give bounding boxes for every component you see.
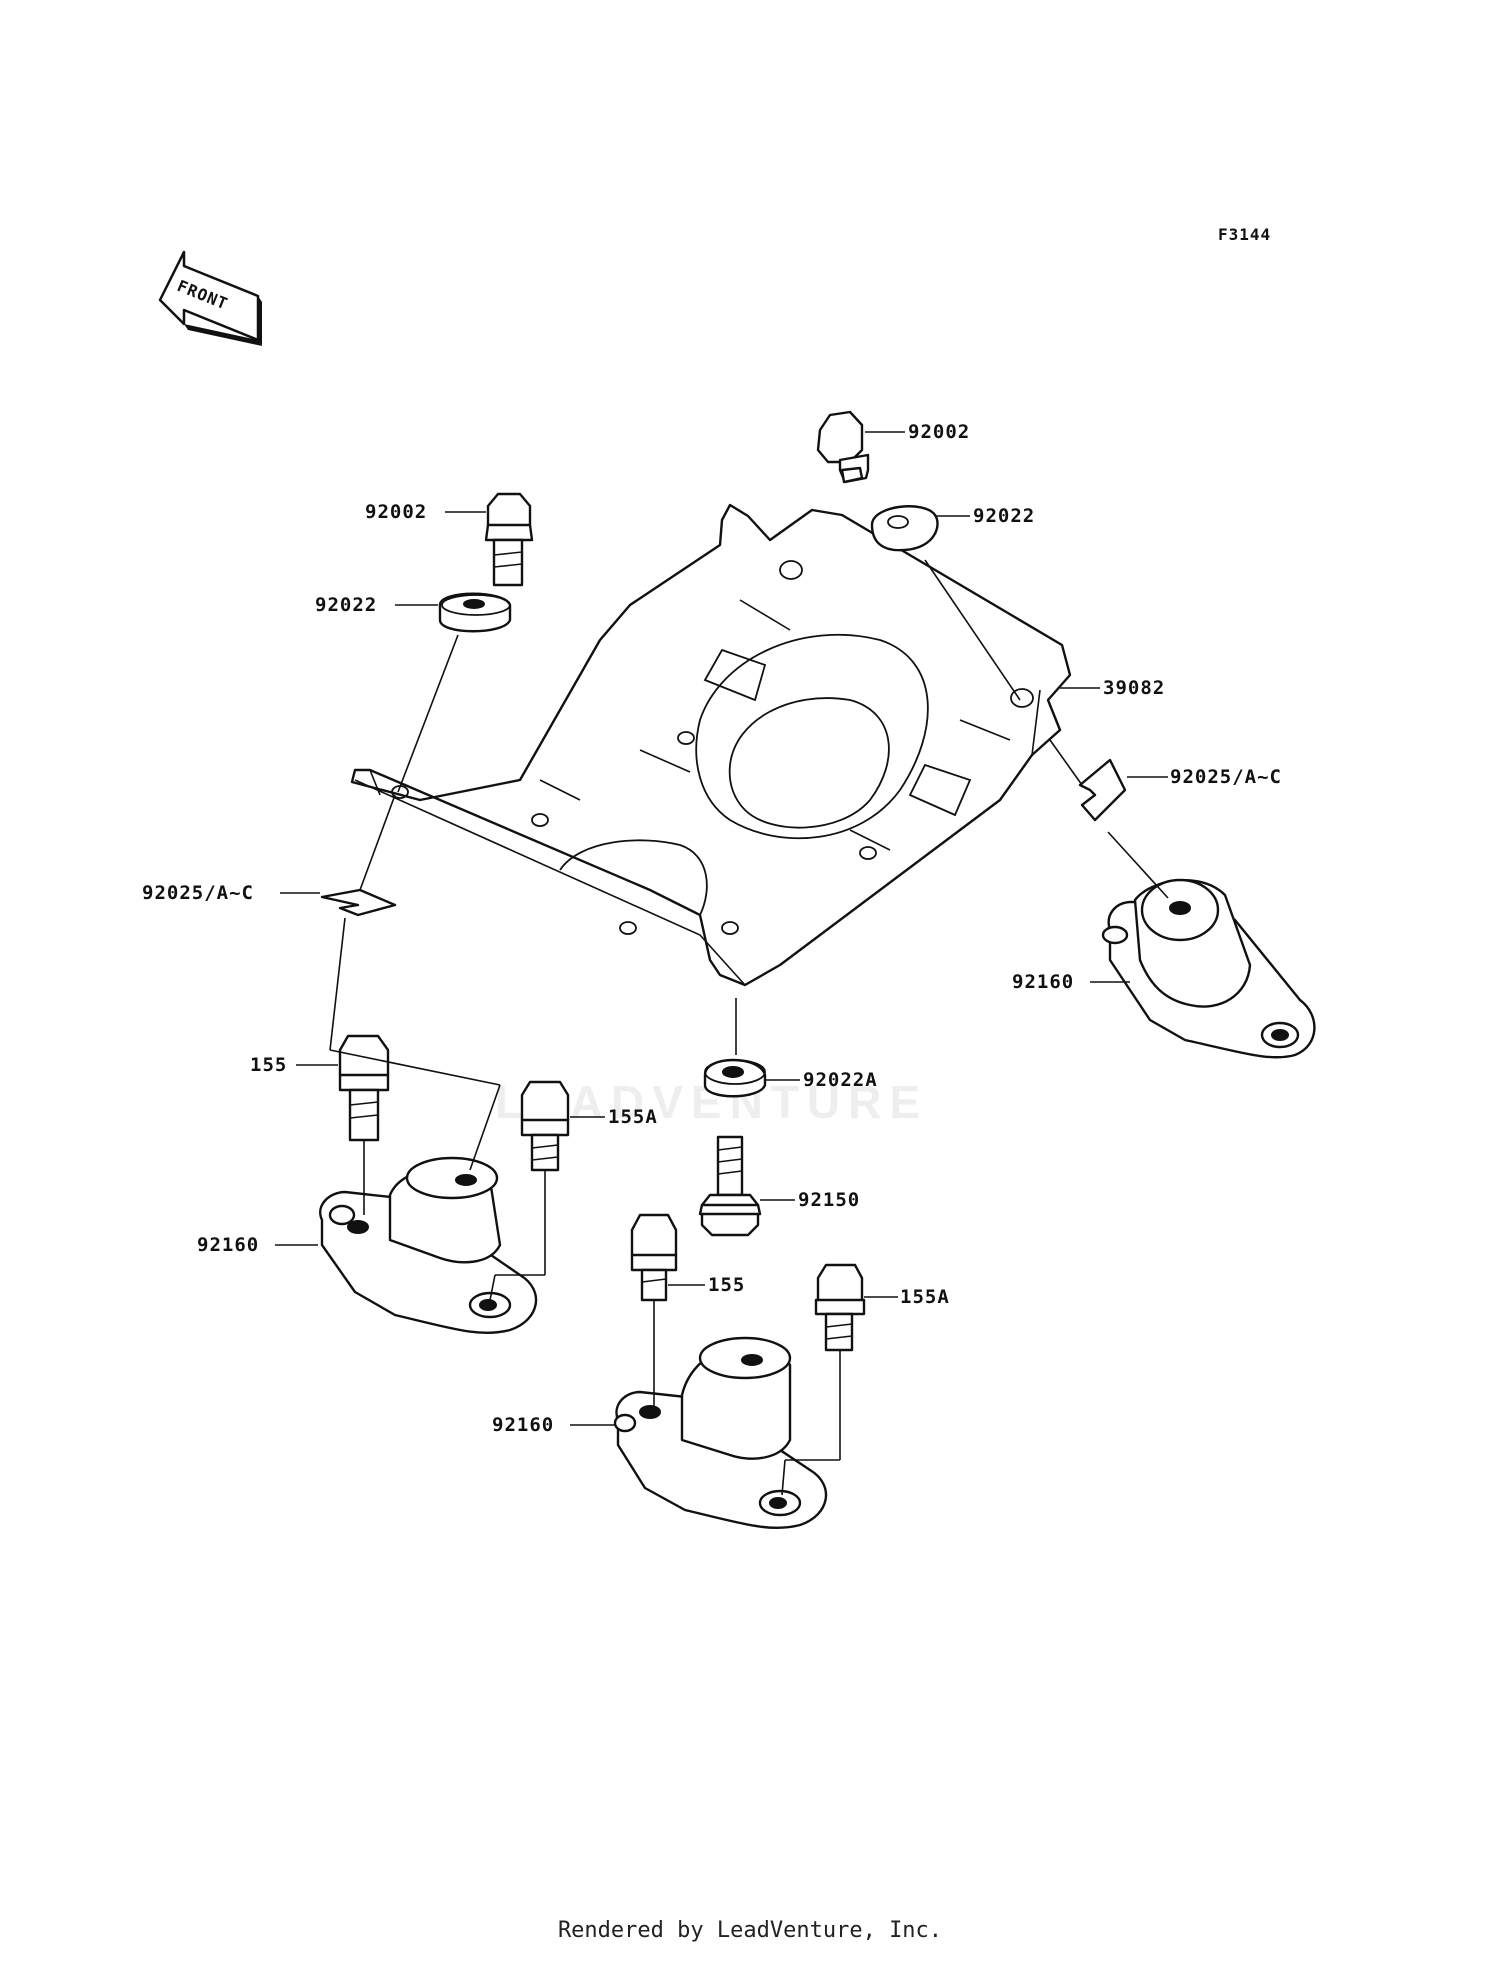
bolt-155A-left [520,1080,570,1172]
mount-92160-right [1101,878,1316,1059]
bolt-155-bottom [630,1213,678,1302]
label-92022-right: 92022 [973,505,1035,527]
label-92025-left: 92025/A~C [142,882,254,904]
diagram-id-label: F3144 [1218,225,1271,244]
washer-92022A [703,1058,767,1098]
label-92160-left: 92160 [197,1234,259,1256]
label-92160-right: 92160 [1012,971,1074,993]
mount-92160-bottom [613,1336,828,1530]
clip-92025-left [320,888,397,917]
bolt-155A-bottom [814,1263,866,1352]
footer-credit: Rendered by LeadVenture, Inc. [557,1918,943,1943]
front-arrow-icon: FRONT [158,250,262,346]
label-155-left: 155 [250,1054,287,1076]
bolt-92002-right [816,410,870,484]
bolt-92002-left [484,492,534,587]
label-39082: 39082 [1103,677,1165,699]
label-92025-right: 92025/A~C [1170,766,1282,788]
bracket-39082 [350,503,1072,987]
label-155A-bottom: 155A [900,1286,950,1308]
stud-92150 [698,1135,762,1237]
label-155A-left: 155A [608,1106,658,1128]
clip-92025-right [1078,758,1127,822]
bolt-155-left [338,1034,390,1142]
label-92150: 92150 [798,1189,860,1211]
label-92022A: 92022A [803,1069,878,1091]
washer-92022-left [438,592,512,633]
label-92002-right: 92002 [908,421,970,443]
assembly-lines [329,559,1169,1496]
washer-92022-right [870,505,939,552]
mount-92160-left [319,1156,538,1335]
label-92160-bottom: 92160 [492,1414,554,1436]
label-92022-left: 92022 [315,594,377,616]
label-92002-left: 92002 [365,501,427,523]
label-155-bottom: 155 [708,1274,745,1296]
